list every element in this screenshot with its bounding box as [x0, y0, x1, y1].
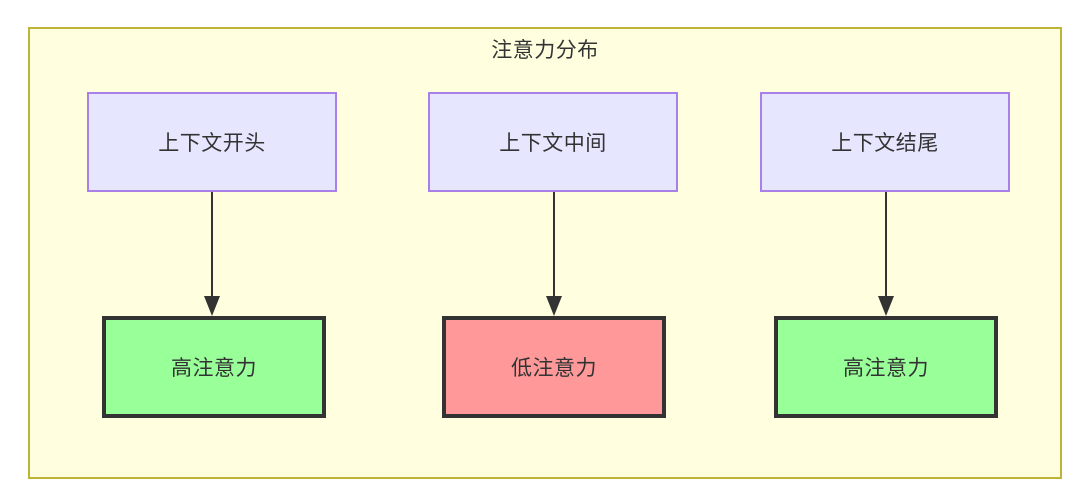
node-high-attention-end-label: 高注意力 — [843, 357, 929, 380]
node-context-middle-label: 上下文中间 — [499, 132, 607, 155]
node-high-attention-start[interactable]: 高注意力 — [102, 316, 326, 418]
node-context-end[interactable]: 上下文结尾 — [760, 92, 1010, 192]
node-high-attention-start-label: 高注意力 — [171, 357, 257, 380]
diagram-title: 注意力分布 — [491, 39, 599, 62]
node-context-middle[interactable]: 上下文中间 — [428, 92, 678, 192]
node-context-beginning-label: 上下文开头 — [158, 132, 266, 155]
node-low-attention-middle-label: 低注意力 — [511, 357, 597, 380]
node-context-beginning[interactable]: 上下文开头 — [87, 92, 337, 192]
node-high-attention-end[interactable]: 高注意力 — [774, 316, 998, 418]
node-low-attention-middle[interactable]: 低注意力 — [442, 316, 666, 418]
node-context-end-label: 上下文结尾 — [831, 132, 939, 155]
